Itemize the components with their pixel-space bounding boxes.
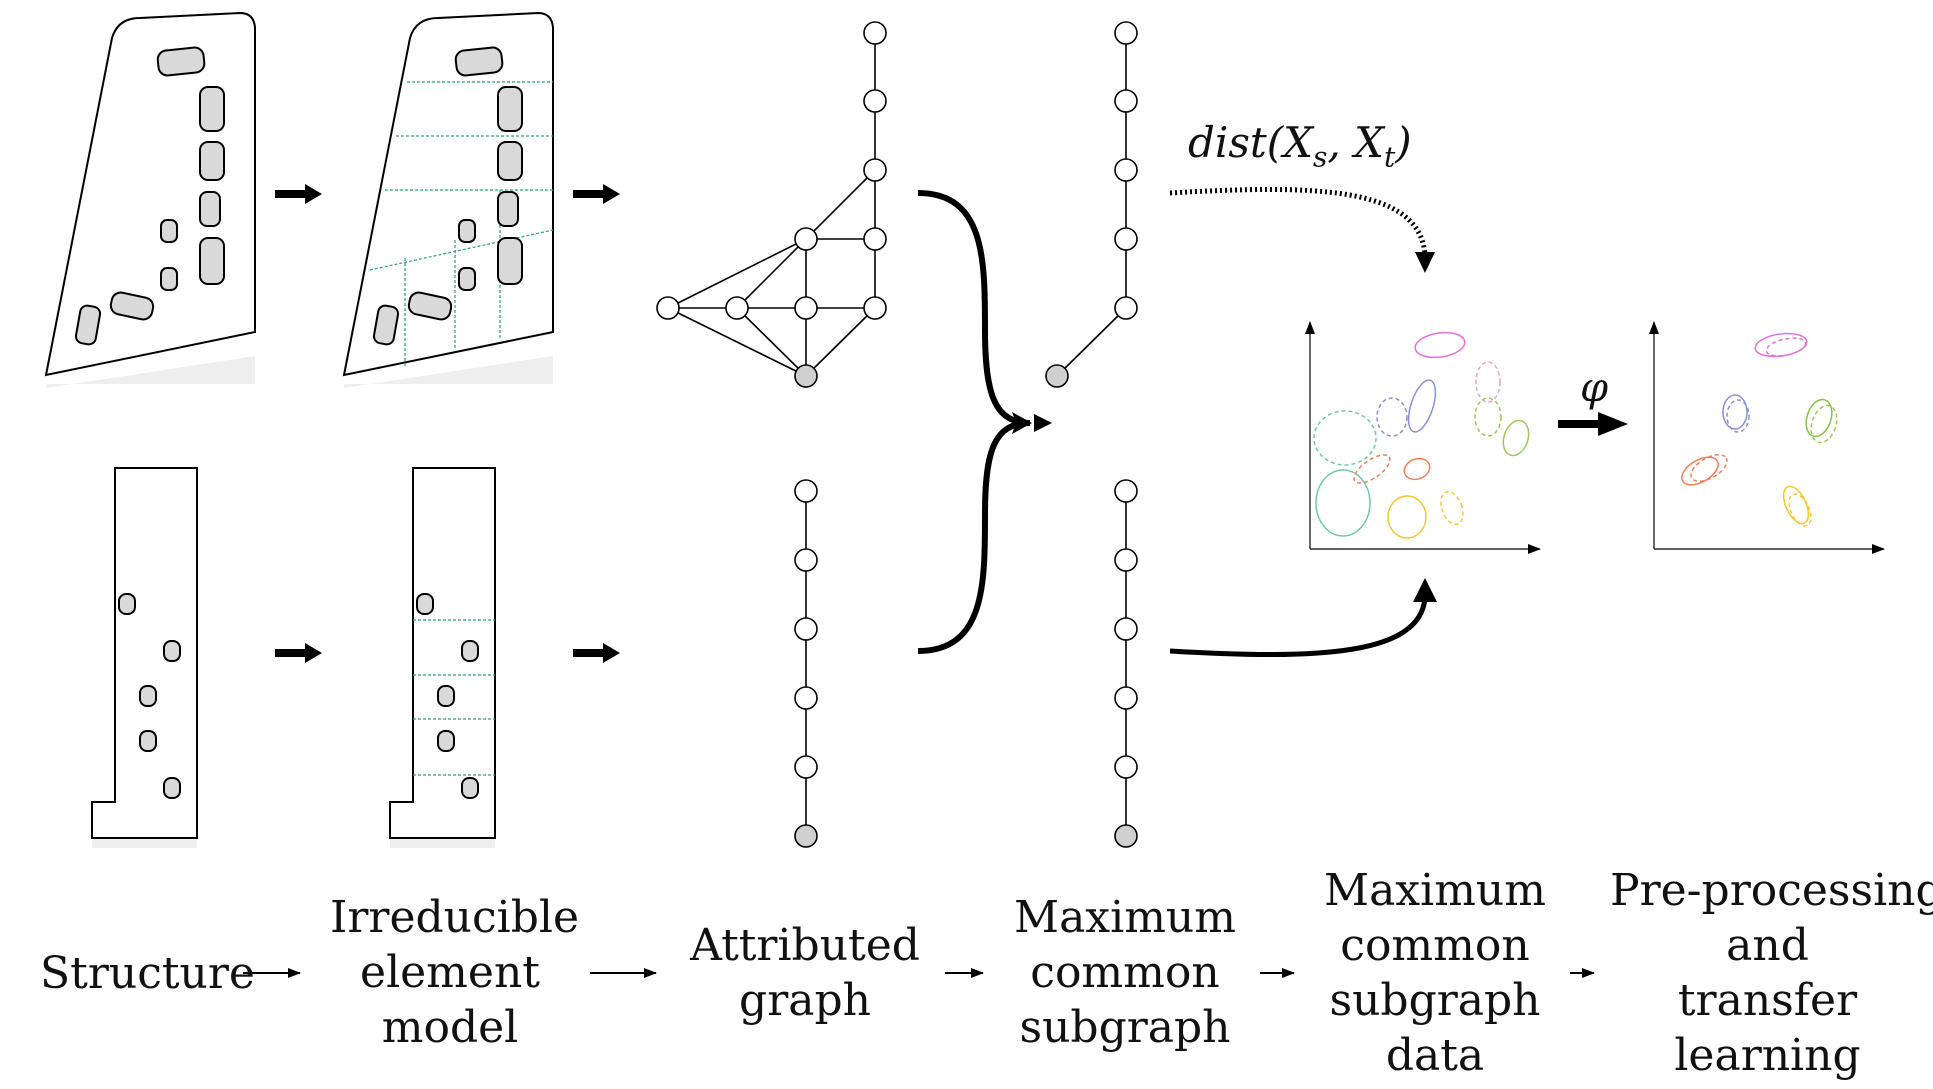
- transform-label: φ: [1580, 365, 1609, 411]
- step-arrows: [275, 184, 620, 663]
- transfer-plot: [1649, 321, 1885, 554]
- cluster-ellipse: [1376, 397, 1408, 437]
- cluster-ellipse: [1387, 495, 1427, 539]
- stage-label-structure: Structure: [40, 948, 255, 999]
- stage-label-subgraph-data: Maximum common subgraph data: [1324, 865, 1546, 1081]
- top-attributed-graph: [656, 21, 887, 388]
- arrow-top-2: [573, 184, 620, 204]
- cluster-ellipse: [1681, 456, 1719, 486]
- top-structure-shape: [44, 11, 256, 388]
- cluster-ellipse: [1782, 485, 1810, 525]
- graph-nodes: [656, 21, 887, 388]
- bottom-common-subgraph: [1114, 479, 1138, 848]
- transform-arrow: [1558, 412, 1628, 436]
- dotted-arrowhead: [1415, 252, 1435, 273]
- cluster-ellipse: [1722, 394, 1748, 430]
- arrow-bottom-2: [573, 643, 620, 663]
- cut-lines: [413, 619, 495, 776]
- cluster-ellipse: [1440, 490, 1464, 526]
- bottom-arrowhead: [1413, 578, 1437, 602]
- merge-brace: [917, 190, 1030, 654]
- stage-label-attributed-graph: Attributed graph: [690, 920, 920, 1026]
- cluster-ellipse: [1690, 454, 1728, 482]
- cluster-ellipse: [1805, 398, 1833, 438]
- arrow-top-1: [275, 184, 322, 204]
- top-element-model: [342, 11, 554, 388]
- cluster-ellipse: [1810, 404, 1838, 444]
- top-common-subgraph: [1045, 21, 1138, 388]
- structure-holes: [74, 46, 225, 346]
- cluster-ellipse: [1414, 331, 1466, 359]
- distance-dotted-arrow: [1169, 187, 1428, 256]
- cluster-ellipse: [1474, 397, 1502, 437]
- bottom-data-arrow: [1169, 597, 1428, 658]
- graph-edges: [667, 33, 876, 377]
- cluster-ellipse: [1313, 410, 1377, 466]
- cluster-ellipse: [1788, 493, 1812, 527]
- bottom-element-model: [389, 467, 496, 848]
- cluster-ellipse: [1315, 469, 1371, 537]
- cluster-ellipse: [1403, 457, 1431, 481]
- stage-label-element-model: Irreducible element model: [330, 892, 579, 1053]
- distance-label: dist(Xs, Xt): [1188, 118, 1412, 174]
- bottom-structure-shape: [91, 467, 198, 848]
- brace-arrowhead: [1034, 414, 1052, 432]
- model-holes: [372, 46, 523, 346]
- cluster-ellipse: [1475, 361, 1501, 403]
- stage-label-transfer-learning: Pre-processing and transfer learning: [1610, 865, 1933, 1081]
- cut-lines: [369, 81, 554, 368]
- arrow-bottom-1: [275, 643, 322, 663]
- cluster-ellipse: [1502, 419, 1530, 457]
- cluster-ellipse: [1726, 399, 1750, 433]
- cluster-ellipse: [1765, 337, 1807, 357]
- mcs-data-plot: [1305, 321, 1541, 554]
- cluster-ellipse: [1407, 379, 1437, 433]
- cluster-ellipse: [1353, 454, 1391, 484]
- structure-holes: [118, 593, 181, 799]
- stage-label-common-subgraph: Maximum common subgraph: [1014, 892, 1236, 1053]
- bottom-attributed-graph: [794, 479, 818, 848]
- model-holes: [416, 593, 479, 799]
